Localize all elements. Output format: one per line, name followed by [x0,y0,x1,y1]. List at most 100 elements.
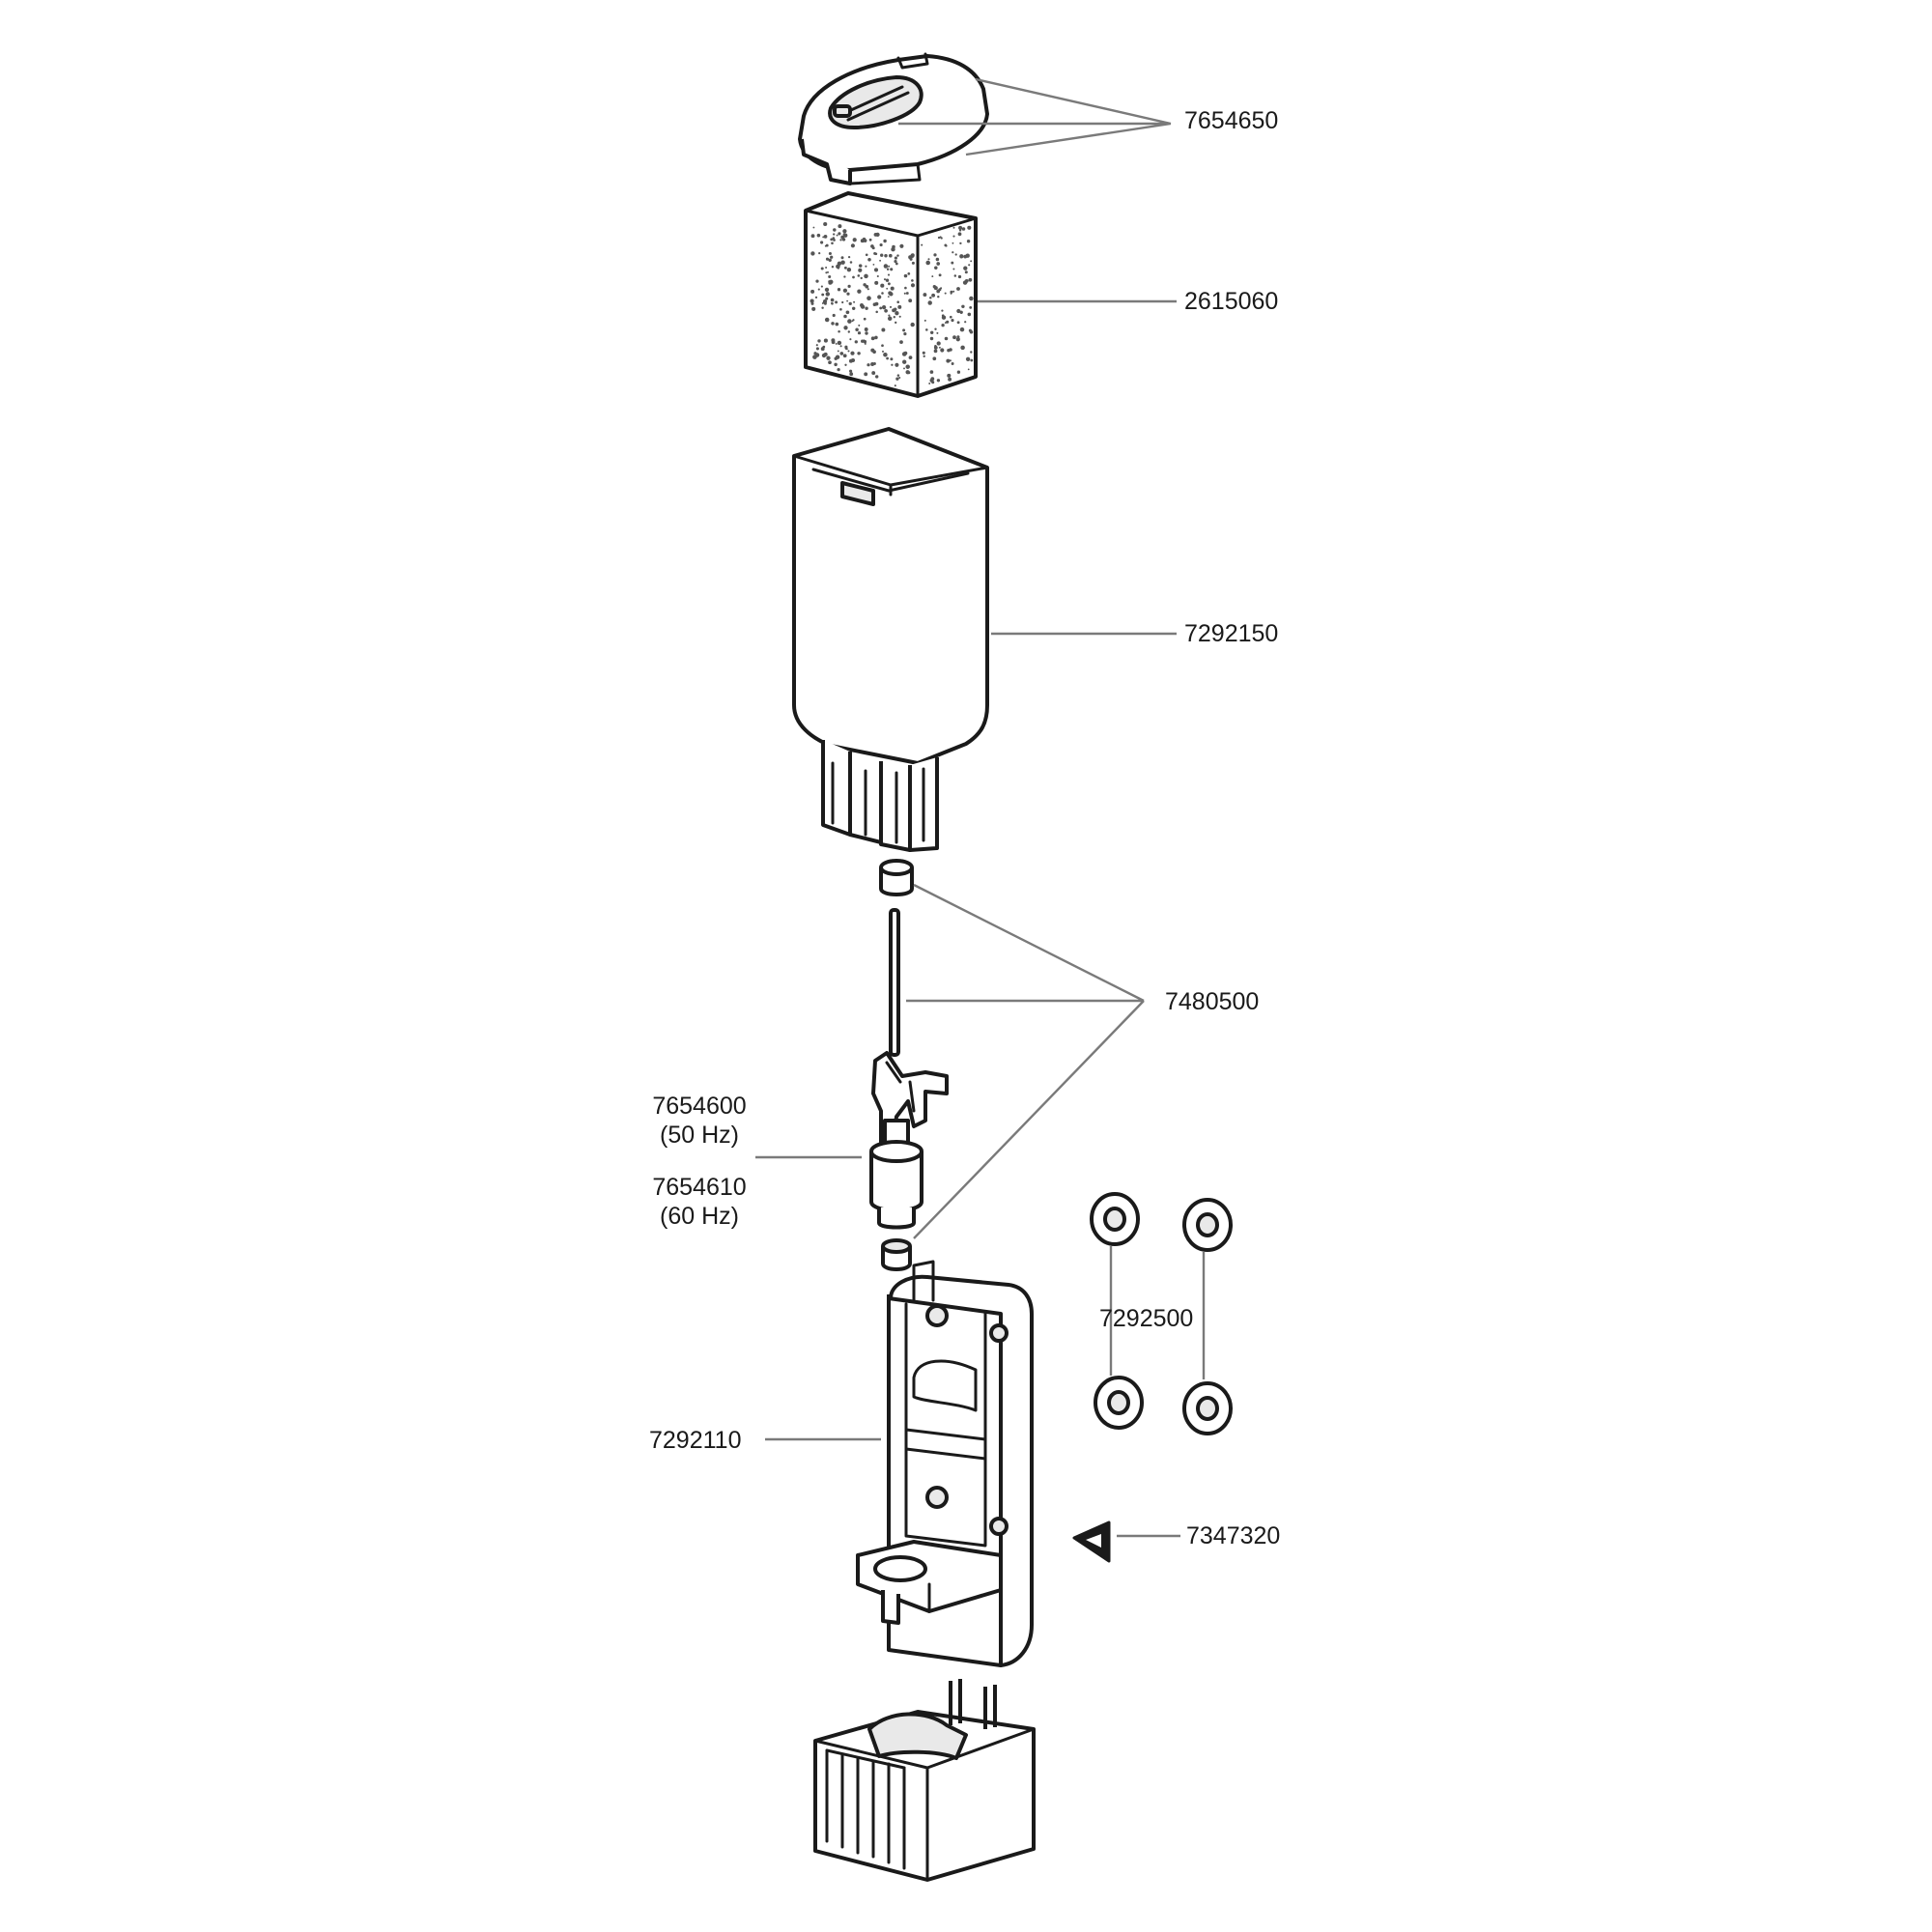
sponge-speck [949,315,952,319]
lower-bushing-part [881,1238,912,1271]
sponge-speck [824,287,830,293]
sponge-speck [934,345,937,348]
sponge-speck [895,377,899,381]
sponge-speck [851,306,856,311]
sponge-speck [895,262,898,266]
sponge-speck [875,310,878,314]
label-lid: 7654650 [1184,107,1279,134]
sponge-speck [903,273,908,278]
sponge-speck [893,316,895,319]
sponge-speck [886,287,889,290]
sponge-speck [956,287,960,291]
sponge-speck [936,262,941,266]
sponge-speck [910,253,915,258]
sponge-speck [830,238,834,242]
sponge-speck [969,296,974,301]
sponge-speck [896,254,899,257]
sponge-speck [820,267,824,270]
sponge-speck [837,288,841,292]
sponge-speck [953,274,957,277]
sponge-speck [959,254,964,259]
sponge-speck [864,342,867,345]
sponge-speck [895,321,897,325]
sponge-speck [882,350,884,353]
leader-lines [755,77,1206,1538]
sponge-speck [814,353,820,357]
sponge-speck [951,319,954,323]
sponge-speck [891,246,895,252]
impeller-part [869,1051,949,1230]
sponge-speck [828,274,832,279]
sponge-speck [931,293,936,298]
sponge-speck [863,317,867,321]
label-impeller-50-freq: (50 Hz) [660,1122,739,1149]
sponge-speck [853,300,856,303]
sponge-speck [860,304,866,309]
sponge-speck [849,372,854,377]
sponge-speck [868,238,872,242]
sponge-speck [911,261,915,265]
sponge-speck [846,268,852,272]
sponge-speck [929,379,934,383]
sponge-speck [947,373,952,378]
sponge-speck [873,232,878,237]
sponge-speck [881,344,884,348]
label-sponge: 2615060 [1184,288,1279,315]
sponge-speck [963,266,968,270]
sponge-speck [871,246,875,250]
label-shaft-set: 7480500 [1165,988,1260,1015]
sponge-speck [896,300,899,303]
sponge-speck [936,379,941,383]
sponge-speck [841,300,844,304]
sponge-speck [848,301,852,306]
sponge-speck [910,283,916,288]
sponge-speck [814,296,818,299]
sponge-speck [952,251,954,254]
sponge-speck [820,347,825,352]
sponge-speck [854,340,858,344]
sponge-speck [830,298,835,302]
sponge-speck [890,357,894,361]
sponge-speck [952,235,955,238]
sponge-speck [816,233,821,238]
sponge-speck [952,290,955,293]
sponge-speck [885,278,890,282]
sponge-speck [964,270,968,274]
label-motor-cover: 7292110 [649,1427,742,1454]
shaft-part [889,908,900,1057]
sponge-speck [959,327,965,332]
sponge-speck [970,260,973,263]
sponge-speck [968,328,972,332]
sponge-speck [820,285,823,288]
sponge-speck [889,305,893,308]
sponge-speck [841,238,846,242]
sponge-speck [948,377,952,382]
sponge-speck [955,337,960,342]
sponge-speck [968,264,971,267]
sponge-speck [828,280,831,283]
sponge-speck [865,331,868,335]
sponge-speck [938,273,942,277]
sponge-speck [938,288,942,292]
sponge-speck [835,355,840,359]
sponge-speck [849,338,852,341]
sponge-speck [934,327,937,330]
sponge-speck [865,306,868,310]
sponge-speck [894,260,897,264]
sponge-speck [817,339,821,343]
sponge-speck [842,354,847,358]
sponge-speck [960,345,965,351]
suction-cup-3 [1094,1376,1144,1430]
sponge-speck [923,319,926,322]
sponge-speck [850,351,855,355]
sponge-speck [846,299,849,302]
sponge-speck [828,360,832,365]
label-impeller-50-code: 7654600 [652,1093,747,1120]
sponge-speck [923,293,927,298]
sponge-speck [898,376,901,380]
sponge-speck [815,344,818,347]
sponge-speck [864,327,868,331]
sponge-speck [842,288,848,293]
sponge-speck [903,292,906,295]
sponge-speck [964,321,967,324]
